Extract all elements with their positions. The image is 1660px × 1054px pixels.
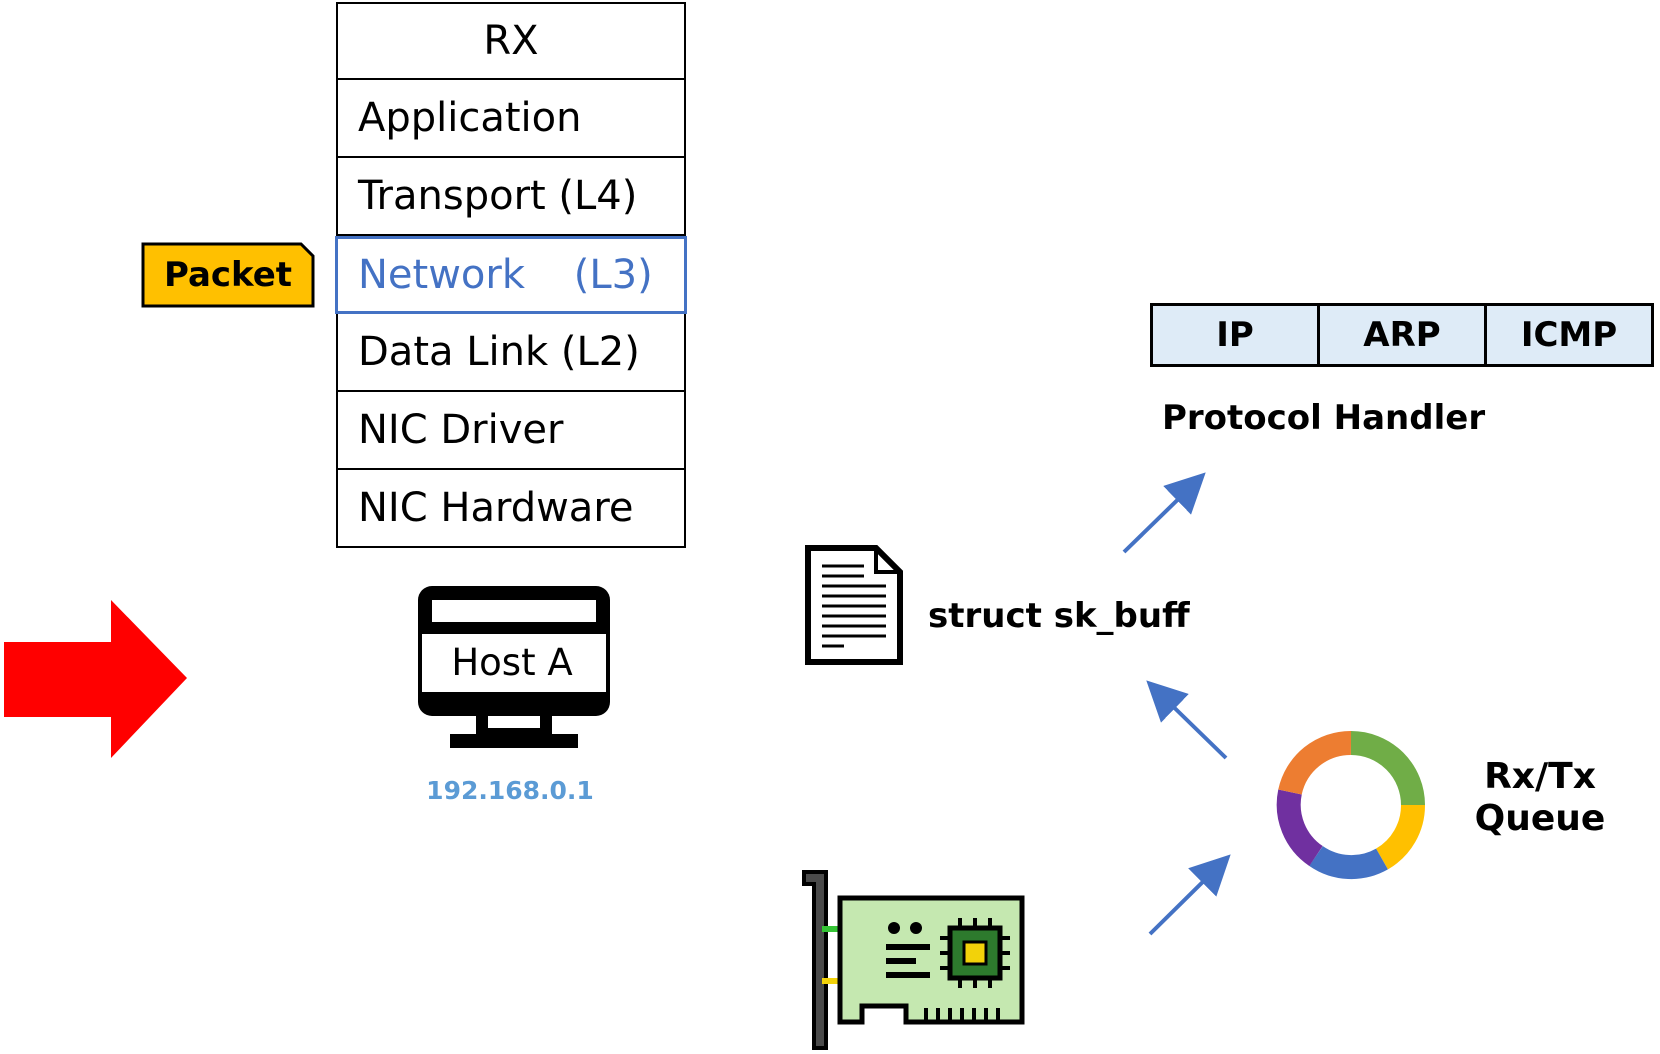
monitor-icon: [418, 586, 610, 748]
protocol-cell-ip: IP: [1153, 306, 1320, 364]
incoming-arrow-icon: [4, 600, 187, 758]
packet-tag: Packet: [141, 242, 315, 308]
arrow-nic-to-queue: [1148, 854, 1231, 936]
protocol-handler-label: Protocol Handler: [1162, 398, 1486, 438]
layer-data-link: Data Link (L2): [336, 314, 686, 392]
nic-card-icon: [802, 870, 1025, 1050]
layer-nic-hardware: NIC Hardware: [336, 470, 686, 548]
host-label: Host A: [451, 640, 573, 684]
packet-label: Packet: [163, 255, 293, 295]
arrow-skbuff-to-handler: [1122, 472, 1206, 554]
protocol-handler-table: IP ARP ICMP: [1150, 303, 1654, 367]
layer-network-active: Network (L3): [335, 236, 687, 314]
layer-application: Application: [336, 80, 686, 158]
queue-label-line2: Queue: [1474, 798, 1606, 839]
ring-queue-icon: [1276, 730, 1426, 880]
host-ip-address: 192.168.0.1: [426, 776, 594, 805]
protocol-cell-arp: ARP: [1320, 306, 1487, 364]
queue-label-line1: Rx/Tx: [1484, 756, 1596, 797]
document-icon: [805, 545, 903, 665]
protocol-cell-icmp: ICMP: [1520, 315, 1618, 355]
layer-nic-driver: NIC Driver: [336, 392, 686, 470]
packet-tag-shape: [141, 242, 315, 308]
skbuff-label: struct sk_buff: [928, 596, 1190, 636]
layer-transport: Transport (L4): [336, 158, 686, 236]
arrow-queue-to-skbuff: [1146, 680, 1228, 760]
protocol-stack: RX Application Transport (L4) Network (L…: [335, 2, 687, 548]
queue-label: Rx/Tx Queue: [1465, 756, 1615, 840]
stack-header-rx: RX: [336, 2, 686, 80]
